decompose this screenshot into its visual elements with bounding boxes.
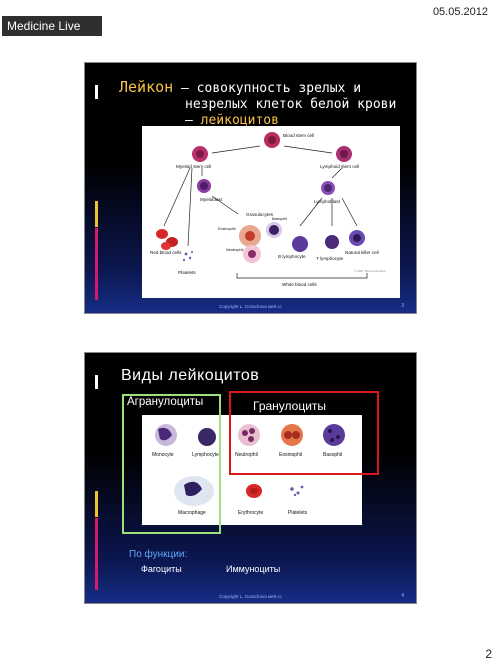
leukocyte-types-image: Monocyte Lymphocyte Neutrophil Eosinophi… [142, 415, 362, 525]
slide-number: 4 [401, 593, 404, 599]
label-t-lymphocyte: T lymphocyte [316, 256, 344, 261]
agranulocytes-label: Агранулоциты [127, 396, 204, 408]
label-erythrocyte: Erythrocyte [238, 510, 264, 516]
slide-number: 3 [401, 303, 404, 309]
platelets-icon [182, 251, 193, 262]
label-natural-killer: Natural killer cell [345, 250, 379, 255]
title-keyword: Лейкон [119, 78, 174, 96]
label-lymphoblast: Lymphoblast [314, 199, 341, 204]
label-eosinophil: Eosinophil [279, 452, 302, 458]
granulocytes-label: Гранулоциты [253, 399, 327, 413]
b-lymphocyte-icon [292, 236, 308, 252]
label-neutrophil: Neutrophil [226, 248, 243, 252]
title-line1: – совокупность зрелых и [173, 81, 362, 96]
label-monocyte: Monocyte [152, 452, 174, 458]
label-myeloid-stem-cell: Myeloid stem cell [176, 164, 211, 169]
t-lymphocyte-icon [325, 235, 339, 249]
slide-footer: Copyright L. Gorachova мей сс [219, 304, 282, 309]
leukocyte-types-svg: Monocyte Lymphocyte Neutrophil Eosinophi… [152, 424, 345, 516]
slide-leukocyte-types: Виды лейкоцитов Monocyte Lymphocyte Neut… [84, 352, 417, 604]
accent-bar-yellow [95, 201, 98, 227]
red-blood-cell-icon [156, 229, 168, 239]
label-granulocytes: Granulocytes [246, 212, 274, 217]
basophil-cell-icon [323, 424, 345, 446]
title-line3-prefix: – [185, 113, 201, 128]
accent-bar-pink [95, 228, 98, 300]
label-platelets: Platelets [178, 270, 196, 275]
accent-bar-yellow [95, 491, 98, 517]
label-b-lymphocyte: B lymphocyte [278, 254, 306, 259]
label-platelets: Platelets [288, 510, 308, 516]
title-line3-highlight: лейкоцитов [200, 113, 279, 128]
slide-footer: Copyright L. Gorachova мей сс [219, 594, 282, 599]
label-basophil: Basophil [323, 452, 342, 458]
label-myeloblast: Myeloblast [200, 197, 223, 202]
phagocytes-label: Фагоциты [141, 564, 182, 574]
label-blood-stem-cell: Blood stem cell [283, 133, 314, 138]
accent-bar-pink [95, 518, 98, 590]
immunocytes-label: Иммуноциты [226, 564, 281, 574]
label-macrophage: Macrophage [178, 510, 206, 516]
accent-bar-white [95, 85, 98, 99]
title-line2: незрелых клеток белой крови [185, 97, 397, 112]
slide-title: Лейкон – совокупность зрелых и незрелых … [119, 79, 396, 129]
date-label: 05.05.2012 [432, 6, 488, 18]
hematopoiesis-svg: Blood stem cell Myeloid stem cell Lympho… [150, 132, 386, 287]
label-copyright: © 2007 Terese Winslow [354, 269, 386, 273]
granulocytes-frame [229, 391, 379, 475]
label-basophil: Basophil [272, 217, 287, 221]
agranulocytes-frame [122, 394, 221, 534]
page-number: 2 [485, 647, 492, 661]
by-function-label: По функции: [129, 549, 188, 560]
lymphocyte-icon [198, 428, 216, 446]
hematopoiesis-diagram: Blood stem cell Myeloid stem cell Lympho… [142, 126, 400, 298]
brand-label: Medicine Live [2, 16, 102, 36]
label-neutrophil: Neutrophil [235, 452, 258, 458]
accent-bar-white [95, 375, 98, 389]
label-lymphoid-stem-cell: Lymphoid stem cell [320, 164, 359, 169]
label-red-blood-cells: Red blood cells [150, 250, 182, 255]
slide-title: Виды лейкоцитов [121, 367, 260, 384]
label-lymphocyte: Lymphocyte [192, 452, 219, 458]
slide-leukon: Лейкон – совокупность зрелых и незрелых … [84, 62, 417, 314]
platelets-cell-icon [290, 485, 304, 497]
label-eosinophil: Eosinophil [218, 227, 236, 231]
label-white-blood-cells: White blood cells [282, 282, 317, 287]
